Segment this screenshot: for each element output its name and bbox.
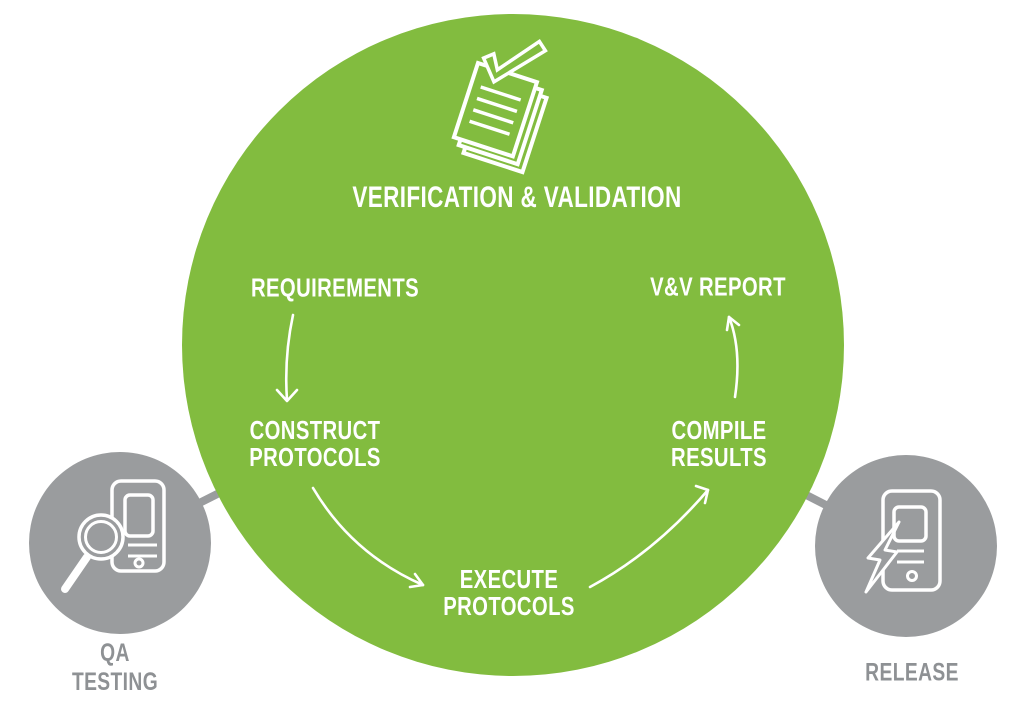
step-line: RESULTS: [671, 442, 767, 472]
arrow-requirements-to-construct: [275, 313, 299, 403]
arrow-compile-to-report: [725, 315, 741, 399]
arrow-execute-to-compile: [588, 484, 710, 589]
lightning-bolt: [864, 520, 901, 594]
step-line: CONSTRUCT: [249, 415, 381, 445]
step-requirements: REQUIREMENTS: [250, 272, 420, 303]
qa-testing-label: QA TESTING: [72, 639, 158, 697]
step-line: PROTOCOLS: [443, 591, 575, 621]
step-vv-report: V&V REPORT: [650, 271, 786, 302]
step-line: COMPILE: [671, 415, 767, 445]
check-mark: [481, 38, 548, 85]
label-line: QA: [100, 639, 130, 667]
diagram-title: VERIFICATION & VALIDATION: [352, 181, 682, 214]
step-line: PROTOCOLS: [249, 442, 381, 472]
lightning-phone-icon: [864, 489, 942, 594]
step-line: EXECUTE: [459, 564, 559, 594]
magnifier-phone-icon: [61, 479, 166, 593]
step-compile-results: COMPILE RESULTS: [671, 417, 767, 471]
step-construct-protocols: CONSTRUCT PROTOCOLS: [249, 417, 381, 471]
step-execute-protocols: EXECUTE PROTOCOLS: [443, 566, 575, 620]
checklist-documents-icon: [451, 38, 550, 175]
arrow-construct-to-execute: [311, 486, 425, 589]
label-line: TESTING: [71, 668, 159, 696]
release-label: RELEASE: [865, 658, 959, 687]
